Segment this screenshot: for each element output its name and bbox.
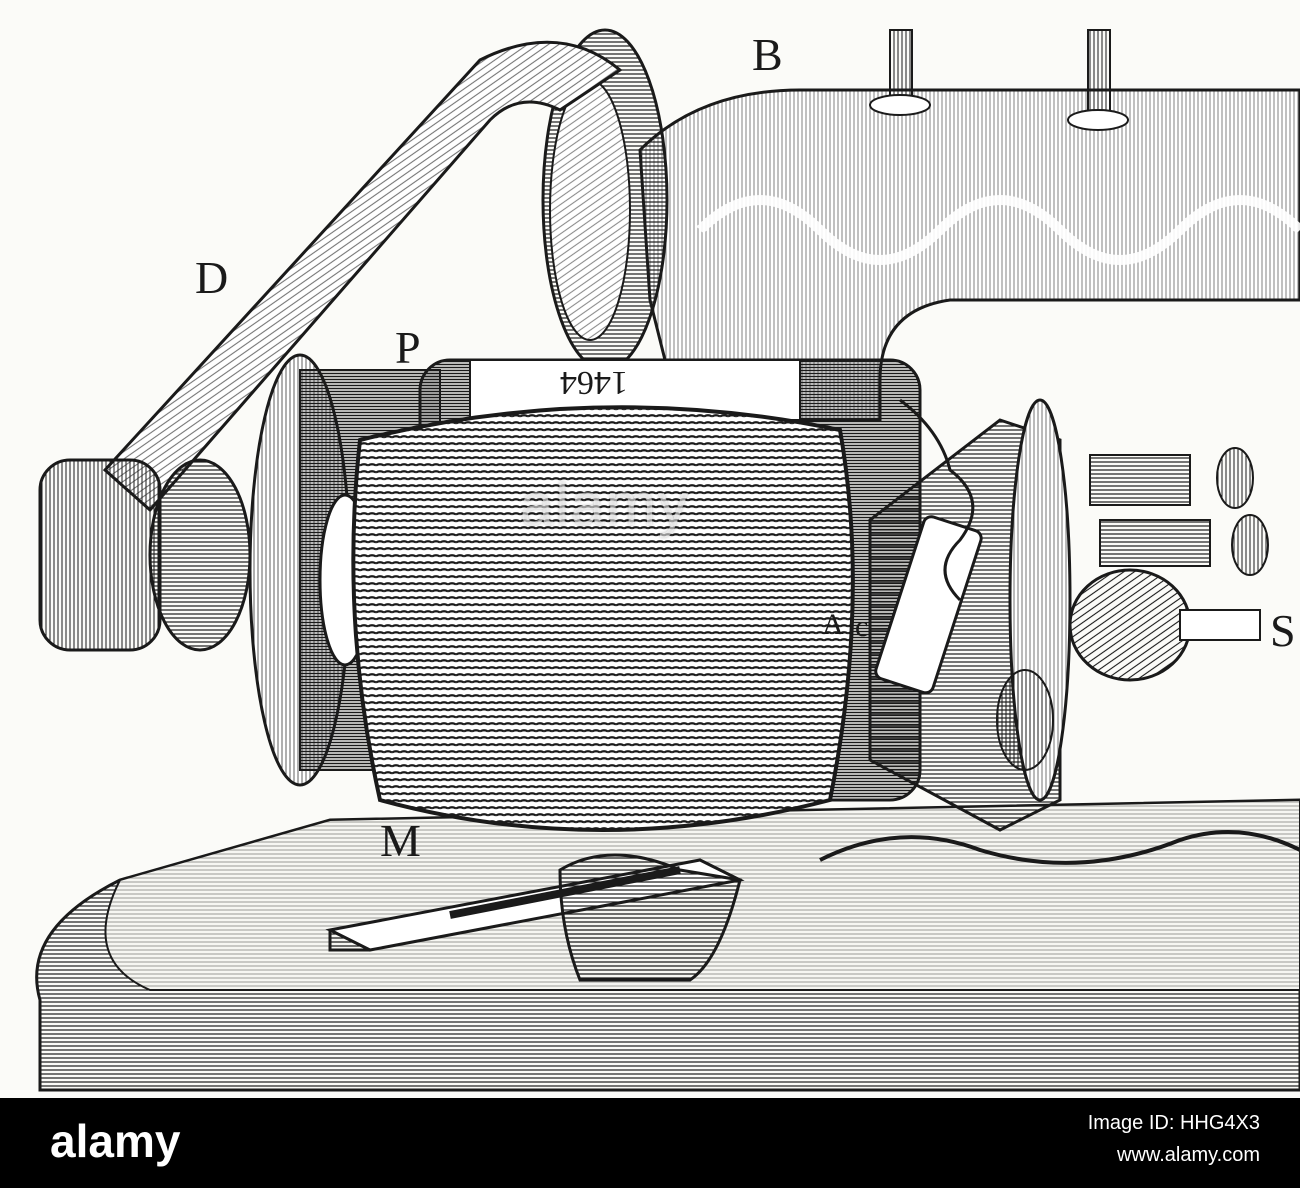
binding-posts	[996, 447, 1269, 771]
foot-bracket	[325, 853, 745, 982]
alamy-logo[interactable]: alamy	[50, 1115, 181, 1167]
stock-footer-bar: alamy Image ID: HHG4X3 www.alamy.com	[0, 1098, 1300, 1188]
label-d: D	[195, 252, 229, 303]
drive-belt	[102, 40, 623, 513]
label-c: c	[855, 610, 869, 643]
electric-motor-engraving	[35, 28, 1300, 1092]
engraving-illustration: B D P M A c S 1464 alamy	[35, 28, 1300, 1092]
machine-arm	[638, 29, 1300, 422]
label-p: P	[395, 322, 421, 373]
label-b: B	[752, 29, 783, 80]
watermark-text: alamy	[520, 471, 691, 538]
label-a: A	[822, 608, 844, 641]
plate-number: 1464	[560, 364, 628, 401]
site-link[interactable]: www.alamy.com	[1117, 1144, 1260, 1166]
image-id-text: Image ID: HHG4X3	[1087, 1112, 1260, 1134]
label-m: M	[380, 815, 421, 866]
handwheel	[541, 28, 669, 372]
armature-coil	[351, 405, 855, 832]
label-s: S	[1270, 605, 1296, 656]
small-pulley	[38, 458, 252, 652]
